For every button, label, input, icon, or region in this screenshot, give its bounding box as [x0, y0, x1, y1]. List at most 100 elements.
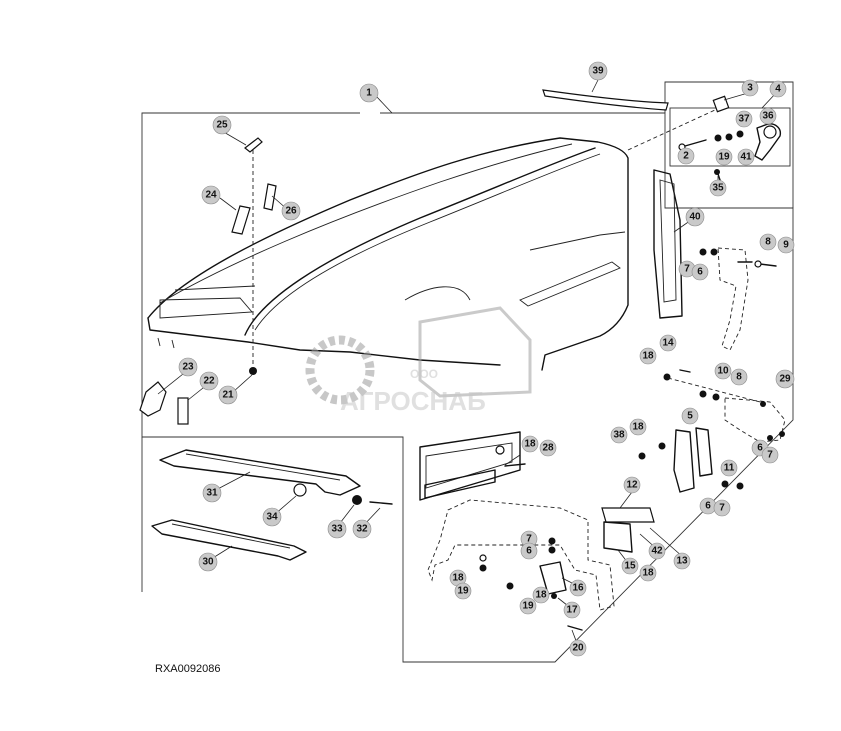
- side-seal: [653, 169, 683, 319]
- callout-16: 16: [569, 579, 587, 597]
- svg-text:7: 7: [767, 450, 773, 461]
- watermark-logo: ООО АГРОСНАБ: [305, 306, 532, 416]
- svg-text:20: 20: [572, 643, 584, 654]
- svg-text:18: 18: [452, 573, 464, 584]
- callout-15: 15: [621, 557, 639, 575]
- callout-41: 41: [737, 148, 755, 166]
- callout-30: 30: [198, 552, 218, 572]
- svg-text:6: 6: [526, 546, 532, 557]
- callout-7-right: 7: [713, 499, 731, 517]
- svg-text:38: 38: [613, 430, 625, 441]
- hinge-assembly: [638, 427, 744, 493]
- subframe-latch-kit: [669, 107, 791, 167]
- callout-7-mid: 7: [761, 446, 779, 464]
- svg-text:18: 18: [524, 439, 536, 450]
- svg-text:7: 7: [684, 264, 690, 275]
- watermark-brand-text: АГРОСНАБ: [340, 386, 486, 416]
- svg-text:34: 34: [266, 512, 278, 523]
- svg-text:32: 32: [356, 524, 368, 535]
- svg-text:6: 6: [757, 443, 763, 454]
- document-id: RXA0092086: [155, 663, 220, 675]
- callout-4: 4: [769, 80, 787, 98]
- svg-text:7: 7: [526, 534, 532, 545]
- svg-text:9: 9: [783, 240, 789, 251]
- svg-text:25: 25: [216, 120, 228, 131]
- trim-strip: [542, 89, 669, 111]
- svg-text:18: 18: [632, 422, 644, 433]
- svg-text:2: 2: [683, 151, 689, 162]
- svg-text:42: 42: [651, 546, 663, 557]
- svg-text:35: 35: [712, 183, 724, 194]
- callout-36: 36: [759, 107, 777, 125]
- callout-39: 39: [588, 61, 608, 81]
- svg-text:33: 33: [331, 524, 343, 535]
- svg-text:18: 18: [535, 590, 547, 601]
- callout-42: 42: [648, 542, 666, 560]
- callout-37: 37: [735, 110, 753, 128]
- callout-28: 28: [539, 439, 557, 457]
- callout-18-d: 18: [639, 564, 657, 582]
- callout-31: 31: [202, 483, 222, 503]
- callout-19-top: 19: [715, 148, 733, 166]
- callout-35: 35: [709, 179, 727, 197]
- svg-text:10: 10: [717, 366, 729, 377]
- callout-18-c: 18: [521, 435, 539, 453]
- svg-text:6: 6: [697, 267, 703, 278]
- callout-11: 11: [720, 459, 738, 477]
- callout-26: 26: [281, 201, 301, 221]
- callout-19-bottom: 19: [519, 597, 537, 615]
- svg-text:36: 36: [762, 111, 774, 122]
- callout-38: 38: [610, 426, 628, 444]
- svg-text:37: 37: [738, 114, 750, 125]
- callout-6-low: 6: [520, 542, 538, 560]
- mid-right-hardware: [663, 369, 786, 443]
- leader-lines: [157, 79, 777, 647]
- callout-8-top: 8: [759, 233, 777, 251]
- callout-13: 13: [673, 552, 691, 570]
- svg-text:6: 6: [705, 501, 711, 512]
- watermark-small-text: ООО: [410, 367, 438, 381]
- svg-text:3: 3: [747, 83, 753, 94]
- svg-text:7: 7: [719, 503, 725, 514]
- callout-10: 10: [714, 362, 732, 380]
- callout-18-e: 18: [449, 569, 467, 587]
- svg-text:8: 8: [765, 237, 771, 248]
- dash-guide-latch: [627, 109, 716, 151]
- callout-20: 20: [569, 639, 587, 657]
- svg-text:19: 19: [457, 586, 469, 597]
- callout-22: 22: [199, 371, 219, 391]
- hood-support-bars: [151, 449, 393, 561]
- callout-14: 14: [659, 334, 677, 352]
- svg-text:4: 4: [775, 84, 781, 95]
- svg-text:21: 21: [222, 390, 234, 401]
- hood-brackets-left: [139, 137, 277, 425]
- svg-text:16: 16: [572, 583, 584, 594]
- side-decal-panel: [419, 431, 526, 501]
- svg-text:13: 13: [676, 556, 688, 567]
- svg-text:19: 19: [718, 152, 730, 163]
- svg-text:24: 24: [205, 190, 217, 201]
- main-assembly-frame: [141, 81, 794, 663]
- callout-6-top: 6: [691, 263, 709, 281]
- callout-9: 9: [777, 236, 795, 254]
- callout-5: 5: [681, 407, 699, 425]
- callout-21: 21: [218, 385, 238, 405]
- svg-text:22: 22: [203, 376, 215, 387]
- callout-19-left: 19: [454, 582, 472, 600]
- svg-text:1: 1: [366, 88, 372, 99]
- callout-3: 3: [741, 79, 759, 97]
- svg-text:15: 15: [624, 561, 636, 572]
- svg-text:5: 5: [687, 411, 693, 422]
- svg-text:11: 11: [724, 463, 735, 474]
- callout-6-right: 6: [699, 497, 717, 515]
- callout-29: 29: [775, 369, 795, 389]
- svg-text:8: 8: [736, 372, 742, 383]
- callout-18-a: 18: [639, 347, 657, 365]
- callout-2: 2: [677, 147, 695, 165]
- callout-8-mid: 8: [730, 368, 748, 386]
- svg-text:19: 19: [522, 601, 534, 612]
- svg-text:29: 29: [779, 374, 791, 385]
- svg-text:30: 30: [202, 557, 214, 568]
